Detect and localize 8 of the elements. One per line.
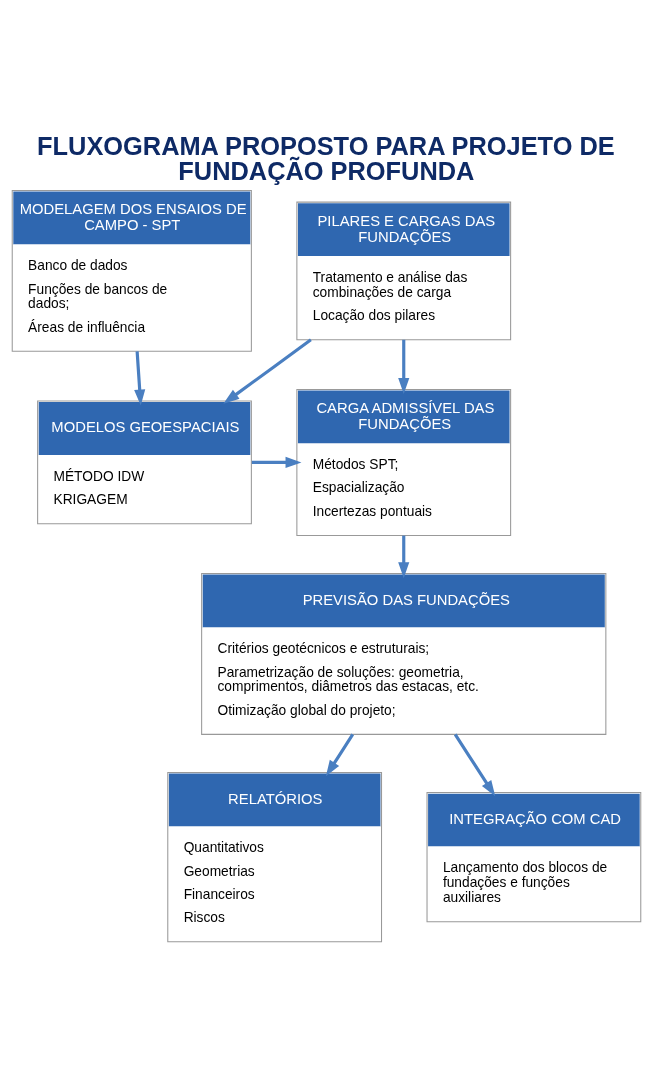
arrow xyxy=(223,338,312,404)
arrow xyxy=(134,350,146,406)
arrow xyxy=(453,733,496,796)
arrow xyxy=(398,339,410,394)
arrow xyxy=(398,535,410,578)
arrow xyxy=(325,733,355,776)
arrow xyxy=(251,456,302,468)
diagram-title: FLUXOGRAMA PROPOSTO PARA PROJETO DE FUNDAÇÃO PROFUNDA xyxy=(37,131,615,185)
